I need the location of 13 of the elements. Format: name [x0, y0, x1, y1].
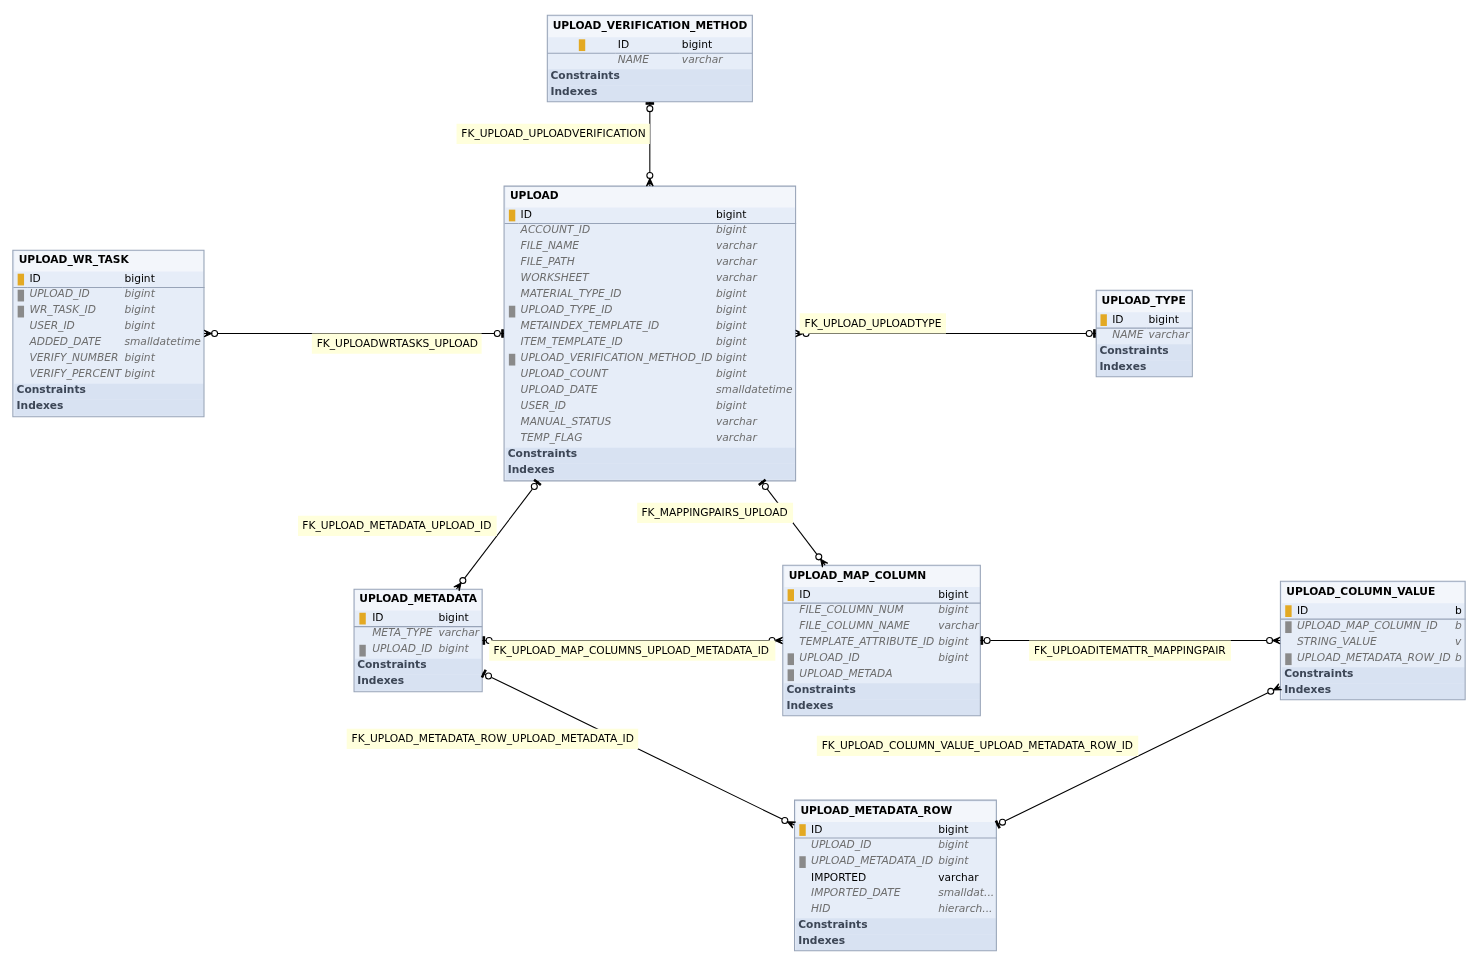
edge-label: FK_UPLOADITEMATTR_MAPPINGPAIR [1033, 643, 1226, 657]
edge-label: FK_UPLOAD_METADATA_ROW_UPLOAD_METADATA_ID [351, 731, 634, 745]
edge-label: FK_UPLOADWRTASKS_UPLOAD [316, 336, 479, 350]
edge-label: FK_UPLOAD_MAP_COLUMNS_UPLOAD_METADATA_ID [493, 643, 770, 657]
edge-label: FK_UPLOAD_COLUMN_VALUE_UPLOAD_METADATA_ROW_ID [821, 739, 1134, 753]
edge-label: FK_UPLOAD_METADATA_UPLOAD_ID [302, 519, 492, 533]
connector [453, 478, 542, 592]
edge-label: FK_UPLOAD_UPLOADVERIFICATION [461, 127, 646, 141]
connector [480, 669, 797, 829]
connector [994, 683, 1283, 829]
edge-label: FK_MAPPINGPAIRS_UPLOAD [641, 506, 788, 520]
connector [758, 478, 829, 568]
edge-label: FK_UPLOAD_UPLOADTYPE [804, 316, 942, 330]
